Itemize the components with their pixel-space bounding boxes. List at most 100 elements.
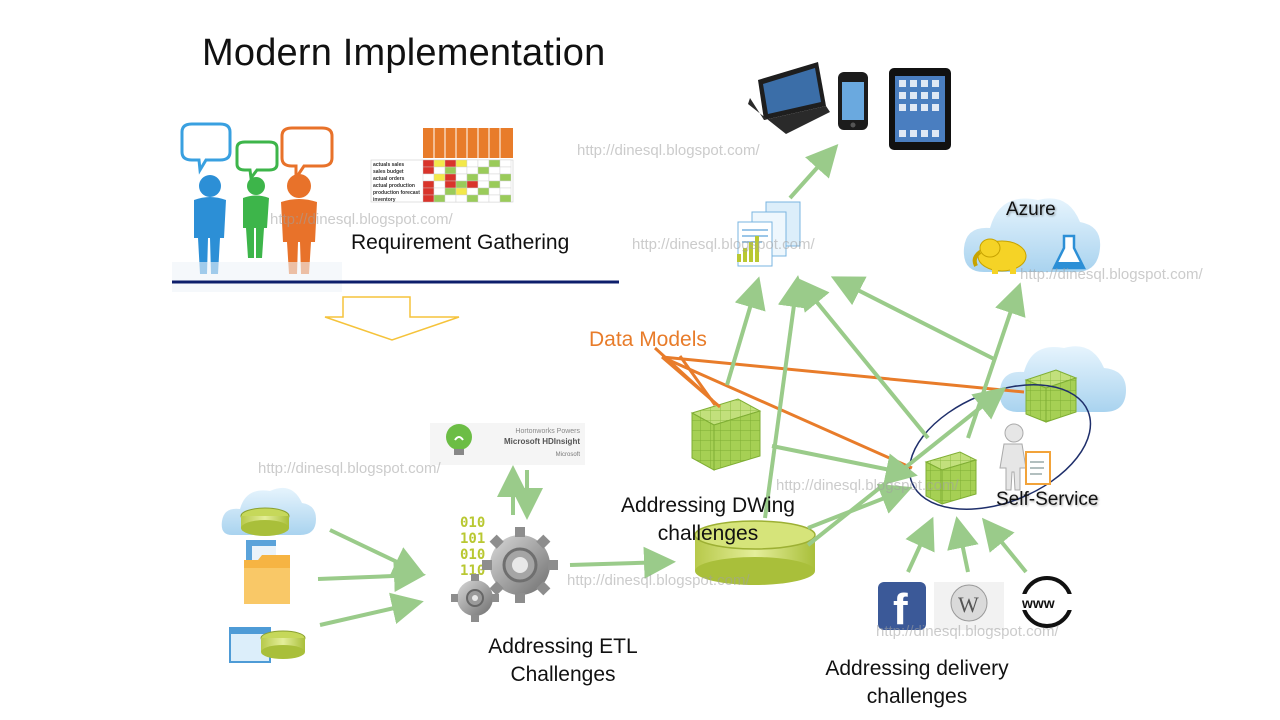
svg-text:W: W xyxy=(958,592,979,617)
watermark: http://dinesql.blogspot.com/ xyxy=(632,236,815,253)
etl-label: Addressing ETL Challenges xyxy=(470,633,656,690)
svg-text:www: www xyxy=(1021,595,1055,611)
data-model-lines xyxy=(653,346,1025,470)
page-title: Modern Implementation xyxy=(202,32,606,74)
matrix-row-label: actuals sales xyxy=(373,162,404,168)
matrix-cell xyxy=(422,187,435,196)
matrix-row-label: actual production xyxy=(373,183,415,189)
matrix-cell xyxy=(444,166,457,175)
matrix-row-label: actual orders xyxy=(373,176,405,182)
matrix-cell xyxy=(488,187,501,196)
dwing-label-line1: Addressing DWing xyxy=(621,494,795,517)
laptop-icon xyxy=(748,62,830,134)
matrix-cell xyxy=(433,159,446,168)
reports-icon xyxy=(737,201,801,267)
hdinsight-line1: Hortonworks Powers xyxy=(515,428,580,435)
cloud-cube-icon xyxy=(999,346,1126,423)
matrix-cell xyxy=(499,166,512,175)
matrix-cell xyxy=(466,180,479,189)
matrix-cell xyxy=(433,194,446,203)
requirement-gathering-label: Requirement Gathering xyxy=(351,231,570,254)
matrix-cell xyxy=(444,187,457,196)
matrix-cell xyxy=(466,187,479,196)
matrix-cell xyxy=(477,180,490,189)
matrix-cell xyxy=(466,166,479,175)
watermark: http://dinesql.blogspot.com/ xyxy=(1020,266,1203,283)
matrix-cell xyxy=(477,166,490,175)
matrix-cell xyxy=(499,187,512,196)
dwing-label: Addressing DWing challenges xyxy=(600,492,816,549)
svg-text:f: f xyxy=(893,585,908,634)
matrix-cell xyxy=(455,173,468,182)
watermark: http://dinesql.blogspot.com/ xyxy=(270,211,453,228)
matrix-row-label: sales budget xyxy=(373,169,404,175)
facebook-icon: f xyxy=(878,582,926,634)
phone-icon xyxy=(838,72,868,130)
matrix-cell xyxy=(477,173,490,182)
matrix-cell xyxy=(466,173,479,182)
tablet-icon xyxy=(889,68,951,150)
matrix-cell xyxy=(477,194,490,203)
delivery-label-line2: challenges xyxy=(866,685,968,709)
wikipedia-icon: W xyxy=(934,582,1004,630)
matrix-cell xyxy=(444,159,457,168)
data-models-label: Data Models xyxy=(589,328,707,351)
matrix-cell xyxy=(455,194,468,203)
hdinsight-logo xyxy=(430,423,585,465)
matrix-cell xyxy=(488,180,501,189)
down-arrow-icon xyxy=(324,296,460,341)
matrix-cell xyxy=(422,173,435,182)
flow-arrows xyxy=(317,144,1028,627)
svg-text:010: 010 xyxy=(460,515,485,531)
matrix-cell xyxy=(455,187,468,196)
matrix-cell xyxy=(499,159,512,168)
matrix-row-label: production forecast xyxy=(373,190,420,196)
watermark: http://dinesql.blogspot.com/ xyxy=(258,460,441,477)
hdinsight-line2: Microsoft HDInsight xyxy=(504,437,580,446)
svg-text:010: 010 xyxy=(460,547,485,563)
matrix-cell xyxy=(466,194,479,203)
matrix-cell xyxy=(488,173,501,182)
cube-central xyxy=(690,398,762,471)
matrix-cell xyxy=(433,180,446,189)
self-service-label: Self-Service xyxy=(996,489,1099,510)
matrix-row-label: inventory xyxy=(373,197,396,203)
watermark: http://dinesql.blogspot.com/ xyxy=(567,572,750,589)
matrix-cell xyxy=(455,166,468,175)
matrix-cell xyxy=(477,159,490,168)
matrix-cell xyxy=(422,194,435,203)
cloud-source-icon xyxy=(221,487,316,536)
folder-icon xyxy=(244,540,290,604)
matrix-cell xyxy=(422,166,435,175)
matrix-cell xyxy=(433,166,446,175)
watermark: http://dinesql.blogspot.com/ xyxy=(776,477,959,494)
user-clipboard-icon xyxy=(999,423,1051,491)
www-globe-icon: www xyxy=(1020,576,1074,628)
people-icon xyxy=(172,122,342,292)
azure-label: Azure xyxy=(1006,199,1056,220)
dwing-label-line2: challenges xyxy=(657,522,759,546)
datawarehouse-db-icon xyxy=(694,520,816,585)
matrix-cell xyxy=(477,187,490,196)
matrix-cell xyxy=(488,166,501,175)
matrix-cell xyxy=(444,194,457,203)
watermark: http://dinesql.blogspot.com/ xyxy=(577,142,760,159)
matrix-cell xyxy=(422,180,435,189)
svg-text:101: 101 xyxy=(460,531,485,547)
matrix-cell xyxy=(488,159,501,168)
matrix-cell xyxy=(499,173,512,182)
hdinsight-line3: Microsoft xyxy=(555,452,580,458)
etl-gears-icon: 010 101 010 110 xyxy=(451,515,558,622)
matrix-cell xyxy=(422,159,435,168)
matrix-cell xyxy=(455,180,468,189)
matrix-cell xyxy=(444,173,457,182)
window-database-icon xyxy=(229,627,306,663)
cube-self-service xyxy=(924,451,978,505)
matrix-cell xyxy=(499,194,512,203)
matrix-cell xyxy=(499,180,512,189)
matrix-cell xyxy=(455,159,468,168)
etl-label-line1: Addressing ETL xyxy=(488,635,638,658)
matrix-cell xyxy=(466,159,479,168)
